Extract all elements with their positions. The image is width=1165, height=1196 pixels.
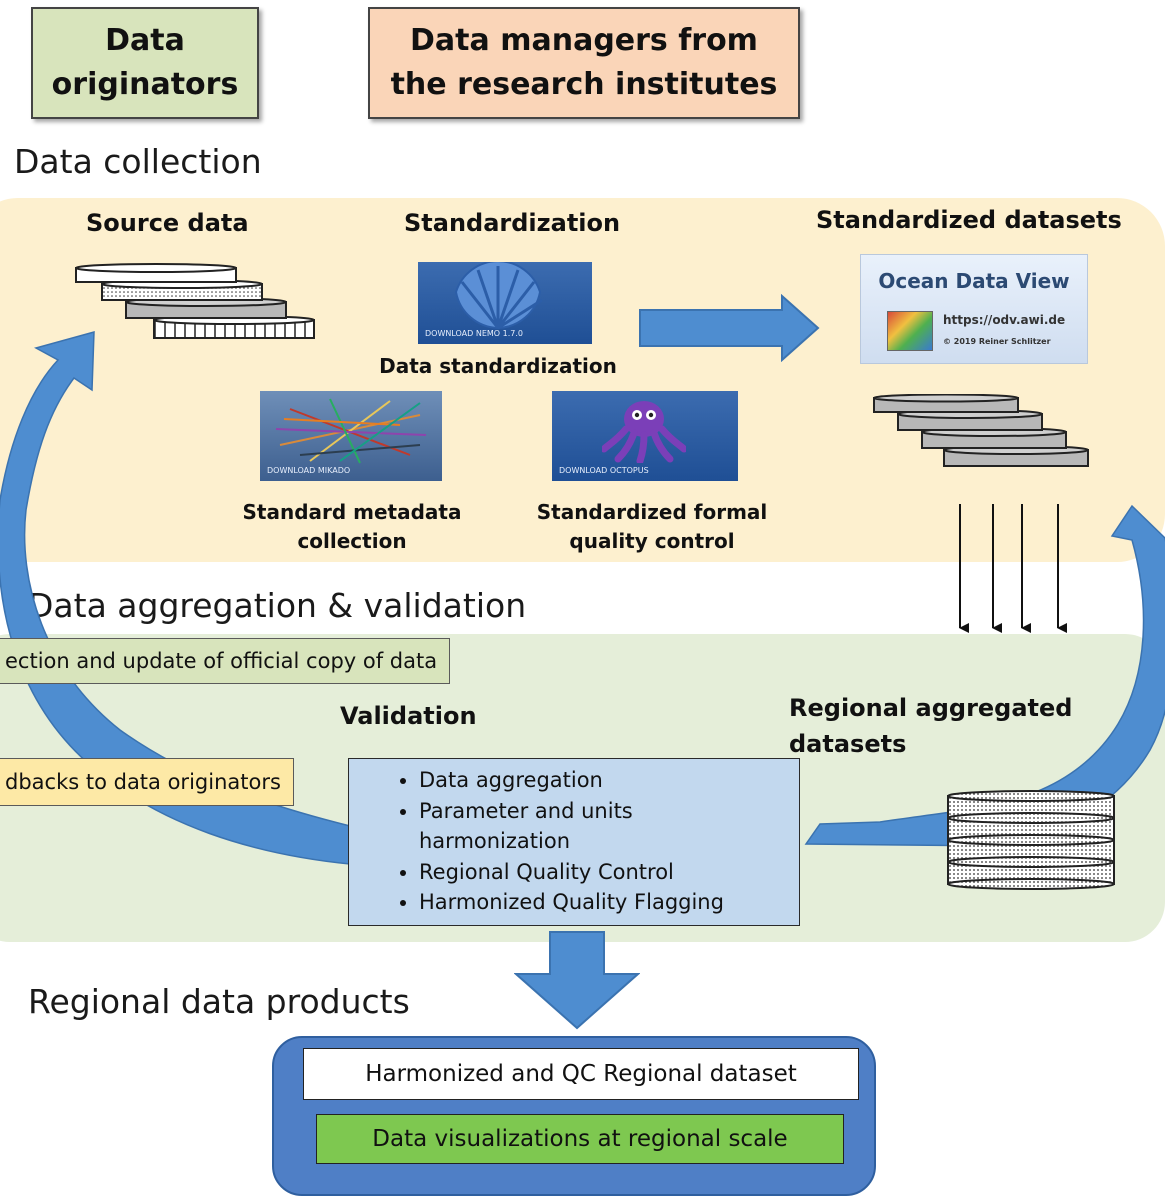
source-data-stack-icon bbox=[75, 263, 315, 339]
section-title-aggregation: Data aggregation & validation bbox=[28, 586, 527, 625]
validation-steps-box: Data aggregation Parameter and units har… bbox=[348, 758, 800, 926]
harmonized-dataset-box: Harmonized and QC Regional dataset bbox=[303, 1048, 859, 1100]
ocean-data-view-image: Ocean Data View https://odv.awi.de © 201… bbox=[860, 254, 1088, 364]
data-originators-box: Data originators bbox=[31, 7, 259, 119]
correction-update-tag: ection and update of official copy of da… bbox=[0, 638, 451, 684]
octopus-icon bbox=[602, 401, 686, 463]
source-data-header: Source data bbox=[86, 209, 249, 237]
standardization-header: Standardization bbox=[404, 209, 621, 237]
harmonized-dataset-label: Harmonized and QC Regional dataset bbox=[365, 1061, 797, 1087]
validation-step: Regional Quality Control bbox=[419, 857, 799, 888]
down-arrow-icon bbox=[514, 931, 640, 1030]
data-standardization-caption: Data standardization bbox=[379, 354, 617, 378]
section-title-products: Regional data products bbox=[28, 982, 410, 1021]
formal-quality-control-caption: Standardized formal quality control bbox=[536, 500, 768, 553]
octopus-thumbnail-label: DOWNLOAD OCTOPUS bbox=[559, 466, 649, 475]
validation-steps-list: Data aggregation Parameter and units har… bbox=[349, 765, 799, 918]
validation-step: Parameter and units harmonization bbox=[419, 796, 659, 857]
right-arrow-icon bbox=[639, 294, 820, 362]
nemo-thumbnail: DOWNLOAD NEMO 1.7.0 bbox=[418, 262, 592, 344]
standardized-datasets-header: Standardized datasets bbox=[816, 206, 1122, 234]
feedback-tag: dbacks to data originators bbox=[0, 758, 294, 806]
regional-aggregated-header: Regional aggregated datasets bbox=[789, 694, 1073, 758]
data-managers-box: Data managers from the research institut… bbox=[368, 7, 800, 119]
data-originators-label: Data originators bbox=[51, 23, 239, 102]
nautilus-icon bbox=[454, 262, 543, 330]
correction-update-label: ection and update of official copy of da… bbox=[5, 649, 438, 673]
section-title-collection: Data collection bbox=[14, 142, 262, 181]
validation-step: Data aggregation bbox=[419, 765, 799, 796]
mikado-thumbnail-label: DOWNLOAD MIKADO bbox=[267, 466, 351, 475]
odv-url: https://odv.awi.de bbox=[943, 313, 1066, 327]
standardized-datasets-stack-icon bbox=[873, 394, 1089, 467]
validation-step: Harmonized Quality Flagging bbox=[419, 887, 799, 918]
nemo-thumbnail-label: DOWNLOAD NEMO 1.7.0 bbox=[425, 329, 523, 338]
standard-metadata-caption: Standard metadata collection bbox=[242, 500, 462, 553]
feedback-label: dbacks to data originators bbox=[5, 770, 281, 794]
down-arrows-icon bbox=[959, 504, 1067, 633]
data-visualizations-box: Data visualizations at regional scale bbox=[316, 1114, 844, 1164]
mikado-thumbnail: DOWNLOAD MIKADO bbox=[260, 391, 442, 481]
odv-copyright: © 2019 Reiner Schlitzer bbox=[943, 337, 1051, 346]
validation-header: Validation bbox=[340, 702, 477, 730]
data-managers-label: Data managers from the research institut… bbox=[390, 23, 778, 102]
mikado-sticks-icon bbox=[275, 398, 427, 464]
odv-map-icon bbox=[887, 311, 933, 351]
octopus-thumbnail: DOWNLOAD OCTOPUS bbox=[552, 391, 738, 481]
regional-aggregated-cylinder-icon bbox=[947, 790, 1115, 890]
odv-title: Ocean Data View bbox=[878, 269, 1070, 293]
data-visualizations-label: Data visualizations at regional scale bbox=[372, 1126, 788, 1152]
